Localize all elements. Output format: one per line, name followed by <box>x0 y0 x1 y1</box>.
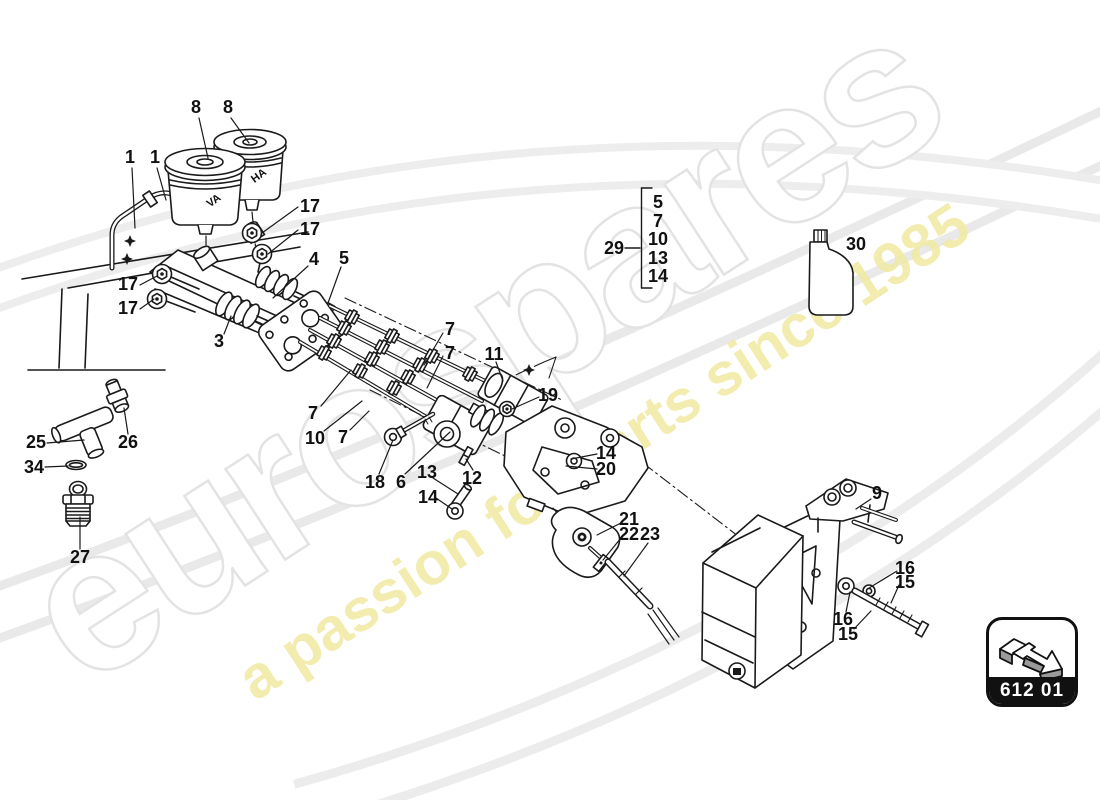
cross-marks <box>121 235 535 376</box>
ref-item: 7 <box>652 210 663 231</box>
nuts-17 <box>146 222 273 310</box>
callout-34-35: 34 <box>23 457 45 477</box>
callout-7-13: 7 <box>307 403 319 423</box>
section-badge[interactable]: 612 01 <box>986 617 1078 707</box>
callout-10-14: 10 <box>304 428 326 448</box>
callout-11-16: 11 <box>484 344 504 364</box>
callout-29: 29 <box>603 238 625 258</box>
pin-12 <box>458 445 474 467</box>
callout-7-11: 7 <box>444 319 456 339</box>
ref-group-list: 5 7 10 13 14 <box>640 193 676 286</box>
callout-18-20: 18 <box>364 472 386 492</box>
callout-25-33: 25 <box>25 432 47 452</box>
oring-34 <box>65 459 87 471</box>
callout-1-2: 1 <box>124 147 136 167</box>
callout-1-3: 1 <box>149 147 161 167</box>
callout-9-28: 9 <box>871 483 883 503</box>
pipe-fittings <box>315 309 479 396</box>
leader-lines <box>44 117 900 630</box>
plug-27 <box>62 480 94 527</box>
callout-15-32: 15 <box>837 624 859 644</box>
callout-16-29: 16 <box>894 558 916 578</box>
bolt-18 <box>383 411 436 447</box>
callout-5-9: 5 <box>338 248 350 268</box>
ref-item: 13 <box>647 247 669 268</box>
callout-6-21: 6 <box>395 472 407 492</box>
callout-30-37: 30 <box>845 234 867 254</box>
callout-17-4: 17 <box>299 196 321 216</box>
callout-7-12: 7 <box>444 343 456 363</box>
callout-12-23: 12 <box>461 468 483 488</box>
callout-7-15: 7 <box>337 427 349 447</box>
pedal-bracket-assembly <box>701 478 930 689</box>
ref-bracket-29 <box>624 187 653 289</box>
callout-26-34: 26 <box>117 432 139 452</box>
callout-15-30: 15 <box>894 572 916 592</box>
callout-17-6: 17 <box>117 274 139 294</box>
callout-16-31: 16 <box>832 609 854 629</box>
arrow-3d-icon <box>999 638 1063 680</box>
callout-13-22: 13 <box>416 462 438 482</box>
section-code: 612 01 <box>989 677 1075 704</box>
callout-27-36: 27 <box>69 547 91 567</box>
callout-3-10: 3 <box>213 331 225 351</box>
callout-17-5: 17 <box>299 219 321 239</box>
bottle-30 <box>808 229 854 316</box>
t-fitting-25 <box>50 406 114 459</box>
ref-item: 14 <box>647 266 669 287</box>
callout-19-17: 19 <box>537 385 559 405</box>
callout-17-7: 17 <box>117 298 139 318</box>
callout-20-19: 20 <box>595 459 617 479</box>
callout-22-26: 22 <box>618 524 640 544</box>
ref-item: 5 <box>652 192 663 212</box>
housing-20 <box>503 405 649 525</box>
pipe-bundle <box>298 297 563 427</box>
callout-14-18: 14 <box>595 443 617 463</box>
callout-8-0: 8 <box>190 97 202 117</box>
ref-item: 10 <box>647 229 669 250</box>
callout-4-8: 4 <box>308 249 320 269</box>
callout-14-24: 14 <box>417 487 439 507</box>
washer-14b <box>446 502 464 520</box>
nut-19 <box>498 400 516 418</box>
callout-8-1: 8 <box>222 97 234 117</box>
fitting-26 <box>105 378 130 414</box>
bolt-15 <box>837 577 930 638</box>
callout-23-27: 23 <box>639 524 661 544</box>
reservoir-va <box>164 147 246 283</box>
callout-21-25: 21 <box>618 509 640 529</box>
